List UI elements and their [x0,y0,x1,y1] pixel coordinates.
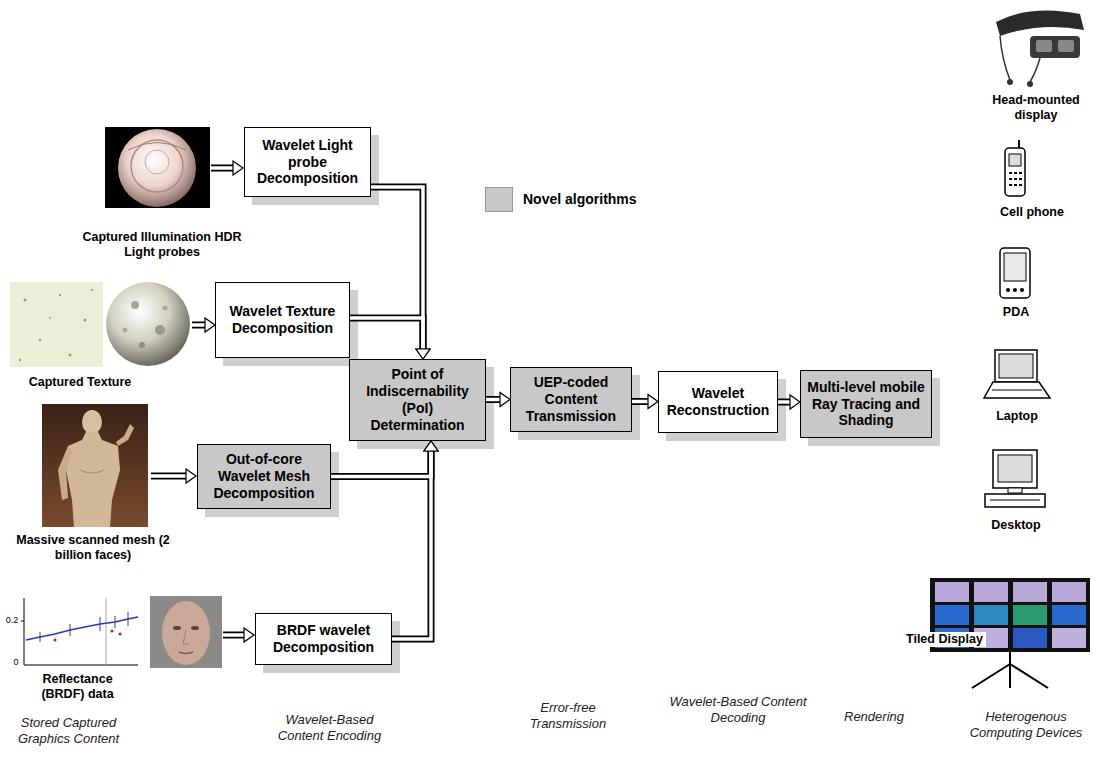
device-label: PDA [986,305,1046,320]
box-label: Wavelet Texture Decomposition [221,303,344,337]
axis-tick: 0.2 [4,615,20,626]
hollow-arrow [392,451,431,639]
stage-label: Wavelet-Based Content Encoding [262,712,397,743]
legend-swatch [485,187,513,212]
arrow-head [790,395,800,409]
arrow-head [424,441,438,451]
novel-algorithm-box: Multi-level mobile Ray Tracing and Shadi… [800,370,932,438]
hollow-arrow [392,451,431,639]
novel-algorithm-box: UEP-coded Content Transmission [510,367,632,432]
hollow-arrow [331,451,431,477]
device-label: Desktop [980,518,1052,533]
hollow-arrow [632,400,648,404]
connector-outlines [331,187,790,639]
box-label: Multi-level mobile Ray Tracing and Shadi… [806,379,926,429]
head-mounted-display-icon [996,10,1084,87]
novel-algorithm-box: Out-of-core Wavelet Mesh Decomposition [197,444,331,509]
hollow-arrow [350,318,423,349]
device-label: Tiled Display [903,632,986,647]
face-image [150,596,222,668]
box-label: Point of Indiscernability (PoI) Determin… [355,366,480,433]
arrow-head [500,393,510,407]
arrow-head [416,349,430,359]
hollow-arrow [350,318,423,349]
process-box: Wavelet Texture Decomposition [215,282,350,358]
image-caption: Reflectance (BRDF) data [25,672,130,702]
pda-icon [1000,248,1030,298]
device-label: Laptop [984,409,1050,424]
cell-phone-icon [1005,140,1025,196]
stage-label: Wavelet-Based Content Decoding [668,694,808,725]
hollow-arrow [778,399,790,406]
stage-label: Error-free Transmission [512,700,624,731]
desktop-icon [985,450,1045,507]
process-box: Wavelet Reconstruction [658,371,778,433]
legend-text: Novel algorithms [523,191,637,207]
hollow-arrow [632,398,648,405]
laptop-icon [984,350,1050,398]
device-label: Cell phone [990,205,1074,220]
hollow-arrow [486,398,500,402]
connector-fills [331,187,790,639]
box-label: BRDF wavelet Decomposition [261,622,386,656]
image-caption: Captured Texture [10,375,150,390]
image-caption: Captured Illumination HDR Light probes [82,230,242,260]
process-box: BRDF wavelet Decomposition [255,613,392,665]
hollow-arrow [486,396,500,403]
arrow-head [416,349,430,359]
box-label: Wavelet Reconstruction [664,385,772,419]
hollow-arrow [331,451,431,477]
box-label: UEP-coded Content Transmission [516,374,626,424]
image-caption: Massive scanned mesh (2 billion faces) [8,533,178,563]
hollow-arrow [778,400,790,404]
stage-label: Stored Captured Graphics Content [6,715,131,746]
scanned-statue-image [42,404,148,527]
hollow-arrow [371,187,423,349]
arrow-head [648,395,658,409]
stage-label: Rendering [832,709,916,725]
axis-tick: 0 [10,657,22,668]
novel-algorithm-box: Point of Indiscernability (PoI) Determin… [349,359,486,441]
device-label: Head-mounted display [980,93,1092,123]
stage-label: Heterogenous Computing Devices [960,709,1092,740]
light-probe-image [105,127,210,208]
brdf-plot-image [10,593,140,668]
texture-image [10,282,190,367]
process-box: Wavelet Light probe Decomposition [244,127,371,197]
box-label: Wavelet Light probe Decomposition [250,137,365,187]
box-label: Out-of-core Wavelet Mesh Decomposition [203,451,325,501]
hollow-arrow [371,187,423,349]
arrow-head [424,441,438,451]
